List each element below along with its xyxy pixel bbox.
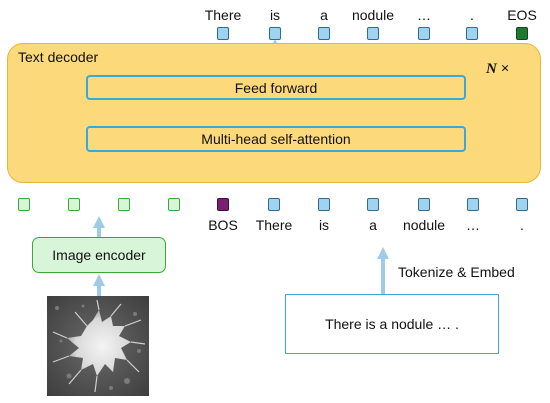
repeat-n-label: N ×	[486, 60, 509, 78]
input-word-nodule: nodule	[402, 217, 446, 233]
input-token	[467, 198, 479, 211]
input-word-period: .	[520, 217, 524, 233]
multi-head-self-attention-layer: Multi-head self-attention	[86, 126, 466, 152]
output-word-ellipsis: …	[417, 7, 431, 23]
bos-token	[217, 198, 229, 211]
text-decoder-block	[7, 43, 541, 183]
feed-forward-layer: Feed forward	[86, 75, 466, 100]
output-token	[269, 27, 281, 40]
input-word-a: a	[369, 217, 377, 233]
input-token	[418, 198, 430, 211]
input-word-is: is	[318, 217, 330, 233]
output-token	[318, 27, 330, 40]
image-token	[118, 198, 130, 211]
input-word-ellipsis: …	[466, 217, 480, 233]
image-token	[18, 198, 30, 211]
output-word-eos: EOS	[507, 7, 537, 23]
output-token	[466, 27, 478, 40]
output-word-nodule: nodule	[351, 7, 395, 23]
output-token	[367, 27, 379, 40]
output-word-is: is	[269, 7, 281, 23]
input-sentence-box: There is a nodule … .	[285, 294, 499, 354]
input-token	[367, 198, 379, 211]
repeat-n-text: N ×	[486, 61, 510, 77]
input-token	[268, 198, 280, 211]
image-token	[68, 198, 80, 211]
output-word-a: a	[320, 7, 328, 23]
ct-scan-image	[47, 296, 149, 396]
output-word-period: .	[470, 7, 474, 23]
input-word-bos: BOS	[208, 217, 238, 233]
ct-nodule-graphic	[47, 296, 149, 396]
input-token	[516, 198, 528, 211]
output-token	[418, 27, 430, 40]
input-token	[318, 198, 330, 211]
image-encoder-box: Image encoder	[32, 237, 166, 273]
input-word-there: There	[255, 217, 293, 233]
text-decoder-title: Text decoder	[18, 49, 99, 65]
image-token	[168, 198, 180, 211]
output-word-there: There	[204, 7, 242, 23]
output-token	[217, 27, 229, 40]
tokenize-embed-label: Tokenize & Embed	[398, 264, 515, 280]
eos-token	[516, 27, 528, 40]
